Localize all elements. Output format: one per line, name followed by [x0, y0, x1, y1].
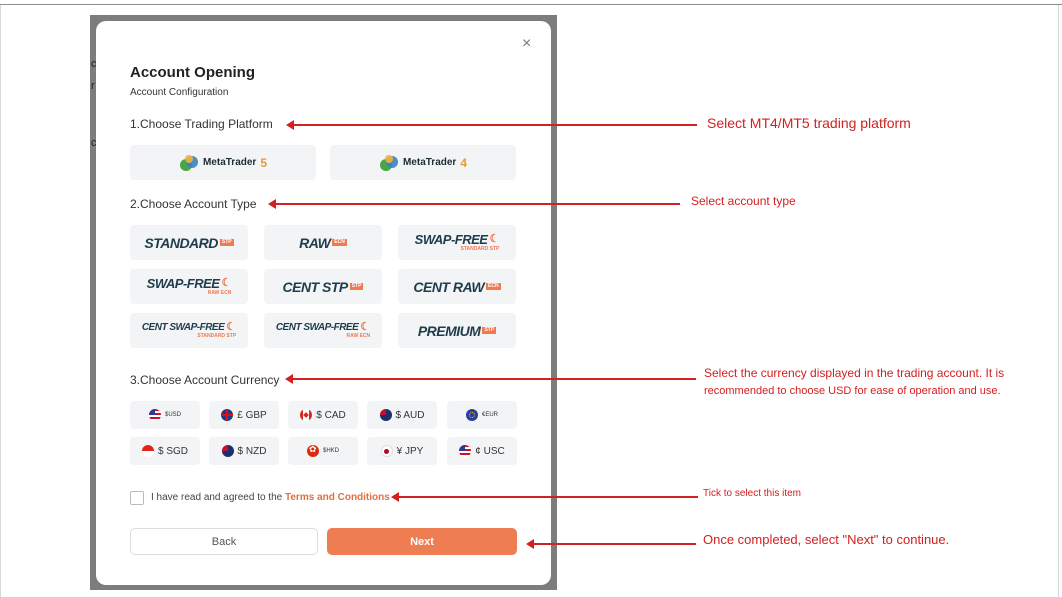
currency-eur[interactable]: €EUR — [447, 401, 517, 429]
account-type-name: PREMIUM — [417, 322, 481, 339]
metatrader-5-logo-icon — [179, 154, 198, 171]
annotation-platform: Select MT4/MT5 trading platform — [707, 115, 911, 131]
japan-flag-icon — [380, 445, 393, 457]
currency-label: $HKD — [322, 448, 339, 454]
currency-label: $ AUD — [395, 409, 425, 421]
account-type-cent-swap-free-standard[interactable]: CENT SWAP-FREE ☾ STANDARD STP — [130, 313, 248, 348]
annotation-account-type: Select account type — [691, 194, 796, 208]
annotation-arrow — [286, 120, 697, 130]
back-button[interactable]: Back — [130, 528, 318, 555]
account-type-badge: STP — [349, 283, 364, 290]
account-type-cent-raw[interactable]: CENT RAW ECN — [398, 269, 516, 304]
currency-label: ¢ USC — [475, 445, 505, 457]
annotation-arrow — [268, 199, 680, 209]
us-flag-icon — [148, 409, 161, 421]
hong-kong-flag-icon — [306, 445, 319, 457]
singapore-flag-icon — [141, 445, 154, 457]
currency-jpy[interactable]: ¥ JPY — [367, 437, 437, 465]
currency-hkd[interactable]: $HKD — [288, 437, 358, 465]
terms-checkbox[interactable] — [130, 491, 144, 505]
account-type-subtitle: RAW ECN — [346, 333, 371, 339]
account-type-raw[interactable]: RAW ECN — [264, 225, 382, 260]
account-type-name: CENT SWAP-FREE — [275, 321, 359, 333]
account-type-standard[interactable]: STANDARD STP — [130, 225, 248, 260]
account-type-badge: ECN — [486, 283, 501, 290]
annotation-arrow — [526, 539, 696, 549]
platform-mt5-option[interactable]: MetaTrader 5 — [130, 145, 316, 180]
annotation-arrow — [285, 374, 696, 384]
account-type-name: STANDARD — [144, 234, 218, 251]
currency-usc[interactable]: ¢ USC — [447, 437, 517, 465]
platform-mt4-option[interactable]: MetaTrader 4 — [330, 145, 516, 180]
account-type-badge: STP — [219, 239, 234, 246]
currency-label: $ CAD — [316, 409, 346, 421]
next-button[interactable]: Next — [327, 528, 517, 555]
background-text-peek: c — [91, 58, 97, 70]
platform-name: MetaTrader — [202, 157, 257, 168]
currency-gbp[interactable]: £ GBP — [209, 401, 279, 429]
terms-agreement-text: I have read and agreed to the — [151, 492, 285, 503]
australia-flag-icon — [379, 409, 392, 421]
uk-flag-icon — [221, 409, 234, 421]
background-text-peek: c — [91, 137, 97, 149]
currency-label: $ SGD — [157, 445, 188, 457]
currency-label: $USD — [164, 412, 181, 418]
new-zealand-flag-icon — [221, 445, 234, 457]
account-type-badge: STP — [482, 327, 497, 334]
section-trading-platform: 1.Choose Trading Platform — [130, 117, 273, 131]
account-type-subtitle: RAW ECN — [207, 290, 232, 296]
crescent-moon-icon: ☾ — [226, 321, 237, 333]
modal-title: Account Opening — [130, 64, 255, 81]
account-type-swap-free-standard[interactable]: SWAP-FREE ☾ STANDARD STP — [398, 225, 516, 260]
currency-aud[interactable]: $ AUD — [367, 401, 437, 429]
annotation-arrow — [391, 492, 698, 502]
platform-name: MetaTrader — [402, 157, 457, 168]
crescent-moon-icon: ☾ — [489, 233, 500, 245]
currency-label: ¥ JPY — [396, 445, 424, 457]
account-type-name: CENT RAW — [413, 278, 485, 295]
terms-agreement: I have read and agreed to the Terms and … — [151, 492, 390, 503]
annotation-next: Once completed, select "Next" to continu… — [703, 532, 950, 547]
account-type-name: RAW — [299, 234, 331, 251]
currency-label: €EUR — [481, 412, 498, 418]
modal-subtitle: Account Configuration — [130, 87, 229, 98]
currency-label: £ GBP — [237, 409, 267, 421]
account-type-cent-swap-free-raw[interactable]: CENT SWAP-FREE ☾ RAW ECN — [264, 313, 382, 348]
background-text-peek: r — [91, 80, 95, 92]
currency-label: $ NZD — [237, 445, 267, 457]
crescent-moon-icon: ☾ — [360, 321, 371, 333]
currency-sgd[interactable]: $ SGD — [130, 437, 200, 465]
left-border — [0, 5, 1, 597]
account-type-name: SWAP-FREE — [146, 276, 220, 291]
right-border — [1058, 5, 1059, 597]
account-type-subtitle: STANDARD STP — [197, 333, 237, 339]
close-icon[interactable]: × — [522, 35, 532, 52]
account-type-name: CENT STP — [282, 278, 349, 295]
terms-link[interactable]: Terms and Conditions — [285, 492, 390, 503]
platform-version: 4 — [460, 155, 468, 170]
crescent-moon-icon: ☾ — [221, 277, 232, 289]
account-type-cent-stp[interactable]: CENT STP STP — [264, 269, 382, 304]
section-account-type: 2.Choose Account Type — [130, 197, 257, 211]
platform-version: 5 — [260, 155, 268, 170]
currency-nzd[interactable]: $ NZD — [209, 437, 279, 465]
section-account-currency: 3.Choose Account Currency — [130, 373, 280, 387]
currency-usd[interactable]: $USD — [130, 401, 200, 429]
account-type-swap-free-raw[interactable]: SWAP-FREE ☾ RAW ECN — [130, 269, 248, 304]
eu-flag-icon — [465, 409, 478, 421]
account-opening-modal: × Account Opening Account Configuration … — [96, 21, 551, 585]
canada-flag-icon — [300, 409, 313, 421]
annotation-currency-line1: Select the currency displayed in the tra… — [704, 366, 1005, 380]
top-border — [0, 4, 1062, 5]
account-type-name: CENT SWAP-FREE — [141, 321, 225, 333]
annotation-currency-line2: recommended to choose USD for ease of op… — [704, 385, 1001, 397]
currency-cad[interactable]: $ CAD — [288, 401, 358, 429]
us-flag-icon — [459, 445, 472, 457]
account-type-name: SWAP-FREE — [414, 232, 488, 247]
annotation-tick: Tick to select this item — [703, 488, 801, 499]
account-type-subtitle: STANDARD STP — [460, 246, 500, 252]
account-type-premium[interactable]: PREMIUM STP — [398, 313, 516, 348]
account-type-badge: ECN — [332, 239, 347, 246]
metatrader-4-logo-icon — [379, 154, 398, 171]
